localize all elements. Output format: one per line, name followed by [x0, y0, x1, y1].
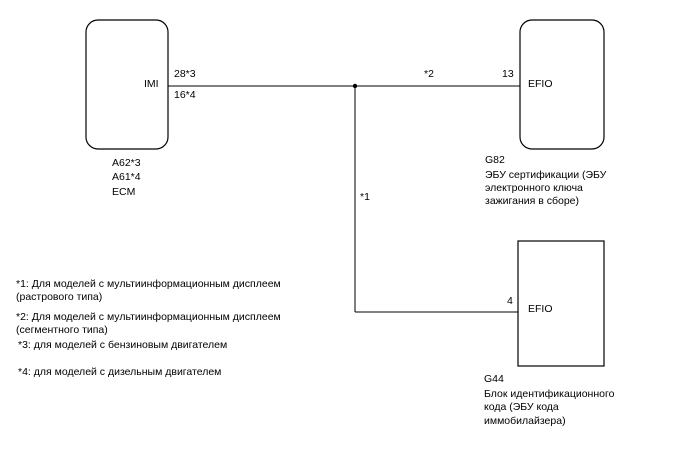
- g82-desc-line1: ЭБУ сертификации (ЭБУ: [485, 169, 607, 181]
- g44-desc-line1: Блок идентификационного: [484, 388, 615, 400]
- note-1: *1: Для моделей с мультиинформационным д…: [16, 278, 281, 304]
- g44-desc-line2: кода (ЭБУ кода: [484, 401, 559, 413]
- g44-box: [517, 240, 605, 367]
- g44-desc-line3: иммобилайзера): [484, 415, 566, 427]
- g82-desc-line2: электронного ключа: [485, 182, 583, 194]
- ecm-connector-b: A61*4: [112, 171, 141, 183]
- note-2-line2: (сегментного типа): [16, 324, 108, 336]
- ecm-connector-a: A62*3: [112, 157, 141, 169]
- note-2: *2: Для моделей с мультиинформационным д…: [16, 311, 281, 337]
- ecm-pin-name: IMI: [144, 78, 159, 90]
- note-4: *4: для моделей с дизельным двигателем: [18, 366, 222, 378]
- g82-pin-number: 13: [502, 68, 514, 80]
- splice-point: [352, 83, 358, 89]
- g44-pin-name: EFIO: [528, 303, 553, 315]
- g44-pin-number: 4: [507, 295, 513, 307]
- note-1-line2: (растрового типа): [16, 291, 103, 303]
- note-2-line1: *2: Для моделей с мультиинформационным д…: [16, 311, 281, 323]
- note-3: *3: для моделей с бензиновым двигателем: [18, 339, 228, 351]
- ecm-pin-a: 28*3: [174, 68, 196, 80]
- ecm-pin-b: 16*4: [174, 89, 196, 101]
- g82-code: G82: [485, 154, 505, 166]
- g82-desc-line3: зажигания в сборе): [485, 195, 579, 207]
- g82-box: [519, 19, 605, 150]
- ecm-name: ECM: [112, 186, 135, 198]
- g82-wire-label: *2: [424, 68, 434, 80]
- g44-code: G44: [484, 373, 504, 385]
- branch-wire-label: *1: [360, 191, 370, 203]
- note-1-line1: *1: Для моделей с мультиинформационным д…: [16, 278, 281, 290]
- g82-pin-name: EFIO: [528, 78, 553, 90]
- ecm-box: [85, 19, 169, 150]
